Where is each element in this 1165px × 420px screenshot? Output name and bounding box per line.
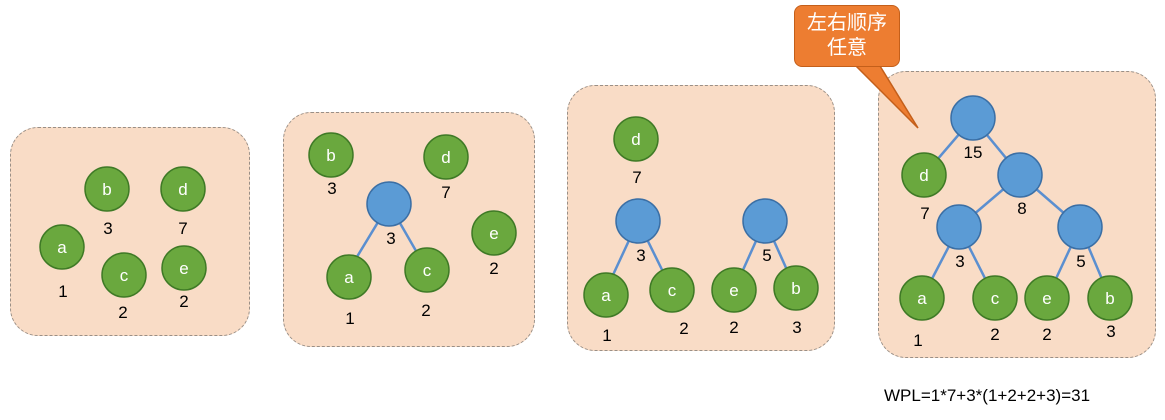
- weight-a: 1: [58, 282, 67, 301]
- weight-d: 7: [920, 204, 929, 223]
- node-a: [899, 275, 945, 321]
- weight-b: 3: [1106, 322, 1115, 341]
- weight-e: 2: [179, 292, 188, 311]
- weight-c: 2: [421, 301, 430, 320]
- weight-eb: 5: [1076, 252, 1085, 271]
- weight-d: 7: [632, 168, 641, 187]
- internal-node-eb: [1057, 204, 1103, 250]
- node-d-label: d: [919, 166, 928, 185]
- node-d-label: d: [178, 180, 187, 199]
- weight-ac-eb: 8: [1017, 199, 1026, 218]
- node-e: [471, 210, 517, 256]
- node-c-label: c: [991, 289, 1000, 308]
- internal-node-ac-eb: [997, 152, 1043, 198]
- callout-text: 左右顺序任意: [807, 12, 887, 59]
- node-b-label: b: [1105, 289, 1114, 308]
- weight-c: 2: [990, 325, 999, 344]
- node-c-label: c: [668, 281, 677, 300]
- node-b: [773, 265, 819, 311]
- weight-ac: 3: [386, 229, 395, 248]
- weight-d: 7: [178, 219, 187, 238]
- node-d: [160, 166, 206, 212]
- weight-b: 3: [327, 179, 336, 198]
- node-b: [308, 132, 354, 178]
- node-d-label: d: [441, 148, 450, 167]
- node-b: [84, 166, 130, 212]
- weight-e: 2: [489, 259, 498, 278]
- node-e: [1024, 275, 1070, 321]
- node-a: [583, 272, 629, 318]
- root-node: [950, 95, 996, 141]
- node-c-label: c: [120, 266, 129, 285]
- weight-c: 2: [118, 303, 127, 322]
- node-c: [404, 247, 450, 293]
- weight-root: 15: [964, 143, 983, 162]
- internal-node-ac: [615, 198, 661, 244]
- callout-tail: [854, 65, 919, 129]
- step4-nodes: 15 d 7 8 3 5 a 1 c 2 e 2 b 3: [899, 95, 1133, 350]
- internal-node-ac: [366, 181, 412, 227]
- node-c-label: c: [423, 261, 432, 280]
- order-note-callout: 左右顺序任意: [794, 5, 900, 67]
- node-e-label: e: [489, 224, 498, 243]
- weight-a: 1: [913, 331, 922, 350]
- node-b: [1087, 275, 1133, 321]
- node-e: [161, 245, 207, 291]
- weight-a: 1: [345, 309, 354, 328]
- node-c: [101, 252, 147, 298]
- node-d-label: d: [631, 130, 640, 149]
- weight-ac: 3: [636, 246, 645, 265]
- node-b-label: b: [791, 279, 800, 298]
- node-e-label: e: [729, 281, 738, 300]
- node-b-label: b: [102, 180, 111, 199]
- weight-a: 1: [602, 326, 611, 345]
- node-e-label: e: [179, 259, 188, 278]
- node-b-label: b: [326, 146, 335, 165]
- node-c: [972, 275, 1018, 321]
- step1-nodes: b 3 d 7 a 1 c 2 e 2: [39, 166, 207, 322]
- weight-eb: 5: [762, 246, 771, 265]
- weight-b: 3: [103, 219, 112, 238]
- node-a-label: a: [601, 286, 611, 305]
- node-c: [649, 267, 695, 313]
- weight-d: 7: [441, 183, 450, 202]
- node-d: [901, 152, 947, 198]
- internal-node-ac: [936, 204, 982, 250]
- weight-e: 2: [729, 318, 738, 337]
- node-a: [39, 224, 85, 270]
- internal-node-eb: [742, 198, 788, 244]
- step2-nodes: b 3 d 7 3 e 2 a 1 c 2: [308, 132, 517, 328]
- node-a-label: a: [57, 238, 67, 257]
- node-a-label: a: [344, 268, 354, 287]
- node-a: [326, 254, 372, 300]
- weight-b: 3: [792, 318, 801, 337]
- weight-c: 2: [679, 319, 688, 338]
- weight-ac: 3: [955, 252, 964, 271]
- step3-nodes: d 7 3 5 a 1 c 2 e 2 b 3: [583, 116, 819, 345]
- wpl-formula: WPL=1*7+3*(1+2+2+3)=31: [884, 386, 1091, 405]
- node-e-label: e: [1042, 289, 1051, 308]
- node-d: [423, 134, 469, 180]
- weight-e: 2: [1042, 325, 1051, 344]
- node-d: [613, 116, 659, 162]
- node-a-label: a: [917, 289, 927, 308]
- node-e: [711, 267, 757, 313]
